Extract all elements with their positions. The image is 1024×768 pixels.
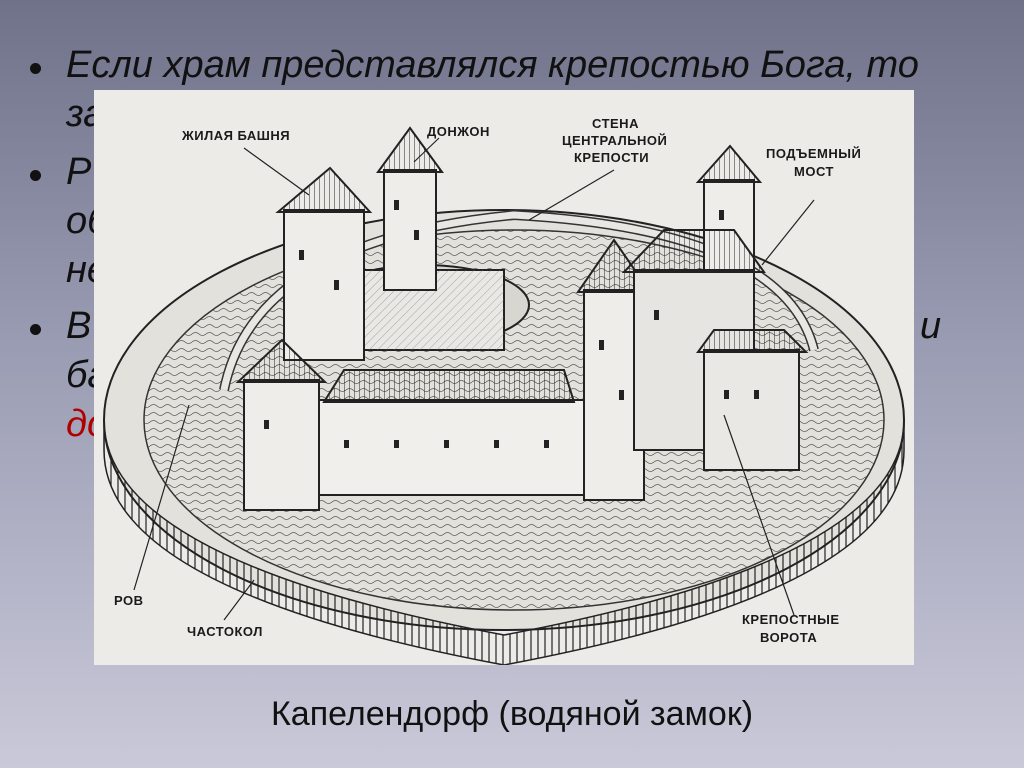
- label-palisade: ЧАСТОКОЛ: [187, 624, 263, 639]
- bullet-text-3: В: [66, 305, 92, 347]
- leader-lines: [133, 137, 815, 621]
- label-drawbridge-2: МОСТ: [794, 164, 834, 179]
- label-central-wall-1: СТЕНА: [592, 116, 639, 131]
- bullet-dot: [30, 324, 41, 335]
- castle-drawing: ЖИЛАЯ БАШНЯ ДОНЖОН СТЕНА ЦЕНТРАЛЬНОЙ КРЕ…: [103, 116, 905, 665]
- palisade-fence: [103, 419, 905, 665]
- label-gates-2: ВОРОТА: [760, 630, 817, 645]
- living-tower: [283, 209, 365, 361]
- label-living-tower: ЖИЛАЯ БАШНЯ: [181, 128, 290, 143]
- bullet-text-3-tail: и: [920, 305, 942, 347]
- bullet-dot: [30, 170, 41, 181]
- label-central-wall-2: ЦЕНТРАЛЬНОЙ: [562, 133, 667, 148]
- label-central-wall-3: КРЕПОСТИ: [574, 150, 649, 165]
- castle-illustration: ЖИЛАЯ БАШНЯ ДОНЖОН СТЕНА ЦЕНТРАЛЬНОЙ КРЕ…: [94, 90, 914, 665]
- image-caption: Капелендорф (водяной замок): [270, 695, 754, 733]
- bullet-text-1: Если храм представлялся крепостью Бога, …: [66, 44, 919, 86]
- label-donjon: ДОНЖОН: [427, 124, 490, 139]
- label-moat: РОВ: [114, 593, 144, 608]
- gatehouse: [703, 349, 800, 471]
- bullet-dot: [30, 63, 41, 74]
- windows: [264, 200, 759, 448]
- label-drawbridge-1: ПОДЪЕМНЫЙ: [766, 146, 861, 161]
- bullet-text-2: Р: [66, 151, 92, 193]
- left-corner-tower: [243, 379, 320, 511]
- label-gates-1: КРЕПОСТНЫЕ: [742, 612, 840, 627]
- donjon-tower: [383, 169, 437, 291]
